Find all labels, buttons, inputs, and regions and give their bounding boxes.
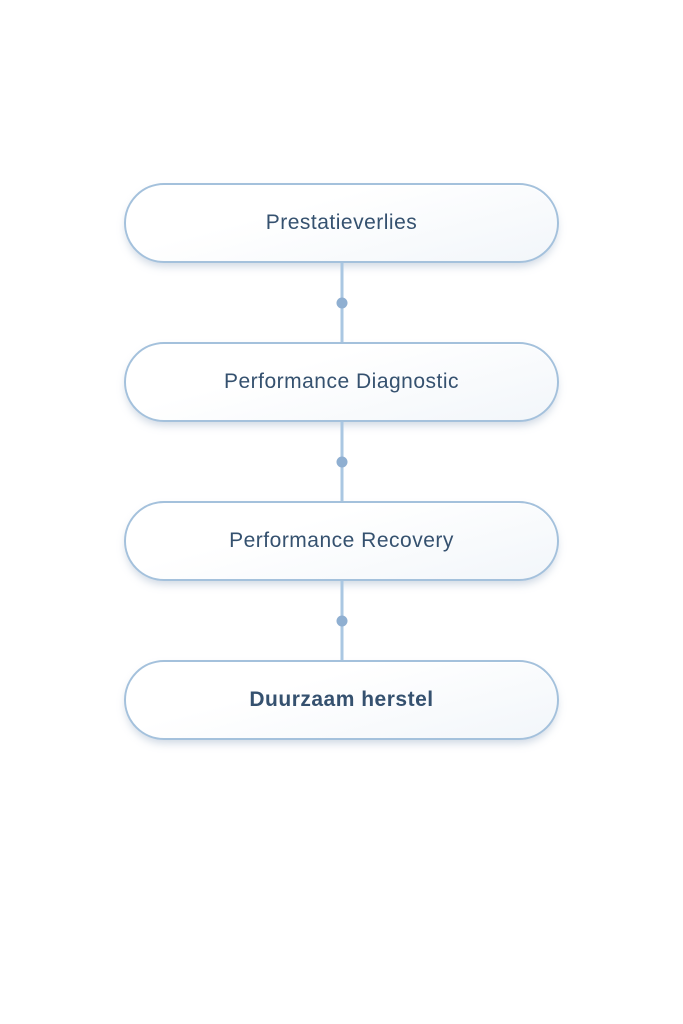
connector-dot-icon <box>336 456 347 467</box>
flow-connector <box>335 581 349 660</box>
flow-node-label: Performance Diagnostic <box>223 370 460 393</box>
flowchart: Prestatieverlies Performance Diagnostic … <box>0 183 683 740</box>
flow-node-label: Prestatieverlies <box>265 211 418 234</box>
connector-dot-icon <box>336 615 347 626</box>
flow-node: Performance Diagnostic <box>124 342 559 422</box>
flow-connector <box>335 422 349 501</box>
flow-connector <box>335 263 349 342</box>
flow-node: Prestatieverlies <box>124 183 559 263</box>
flow-node-label: Duurzaam herstel <box>249 688 434 711</box>
flow-node: Performance Recovery <box>124 501 559 581</box>
flow-node-label: Performance Recovery <box>229 529 454 552</box>
connector-dot-icon <box>336 297 347 308</box>
flow-node: Duurzaam herstel <box>124 660 559 740</box>
